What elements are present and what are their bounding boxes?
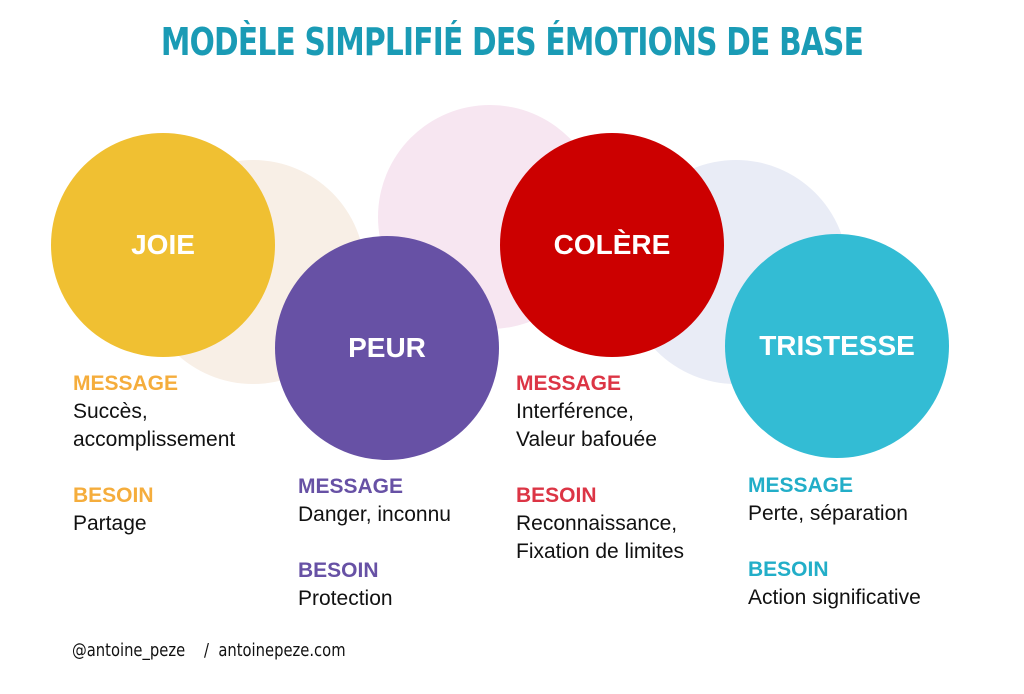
tristesse-message-line-1: Perte, séparation [748,502,908,525]
joie-circle: JOIE [51,133,275,357]
joie-besoin-line-1: Partage [73,512,147,535]
joie-message-line-1: Succès, [73,400,148,423]
tristesse-circle: TRISTESSE [725,234,949,458]
colere-circle: COLÈRE [500,133,724,357]
tristesse-message-heading: MESSAGE [748,474,854,497]
peur-message-heading: MESSAGE [298,475,404,498]
colere-message-line-2: Valeur bafouée [516,428,657,451]
colere-besoin-line-2: Fixation de limites [516,540,685,563]
colere-message-heading: MESSAGE [516,372,622,395]
footer-website: antoinepeze.com [218,640,346,661]
peur-label: PEUR [348,332,426,363]
tristesse-details: MESSAGE Perte, séparation BESOIN Action … [748,472,921,612]
page-title: MODÈLE SIMPLIFIÉ DES ÉMOTIONS DE BASE [160,20,864,64]
peur-details: MESSAGE Danger, inconnu BESOIN Protectio… [298,473,451,613]
footer-handle: @antoine_peze [72,640,186,661]
colere-details: MESSAGE Interférence, Valeur bafouée BES… [516,370,684,566]
joie-label: JOIE [131,229,195,260]
joie-details: MESSAGE Succès, accomplissement BESOIN P… [73,370,235,538]
footer-separator: / [203,640,209,661]
peur-message-line-1: Danger, inconnu [298,503,451,526]
footer-credits: @antoine_peze / antoinepeze.com [72,640,346,661]
peur-besoin-line-1: Protection [298,587,393,610]
tristesse-label: TRISTESSE [759,330,915,361]
joie-message-line-2: accomplissement [73,428,236,451]
joie-besoin-heading: BESOIN [73,484,154,507]
colere-message-line-1: Interférence, [516,400,634,423]
joie-message-heading: MESSAGE [73,372,179,395]
colere-besoin-line-1: Reconnaissance, [516,512,678,535]
colere-label: COLÈRE [553,229,671,260]
peur-besoin-heading: BESOIN [298,559,379,582]
tristesse-besoin-line-1: Action significative [748,586,921,609]
peur-circle: PEUR [275,236,499,460]
tristesse-besoin-heading: BESOIN [748,558,829,581]
colere-besoin-heading: BESOIN [516,484,597,507]
